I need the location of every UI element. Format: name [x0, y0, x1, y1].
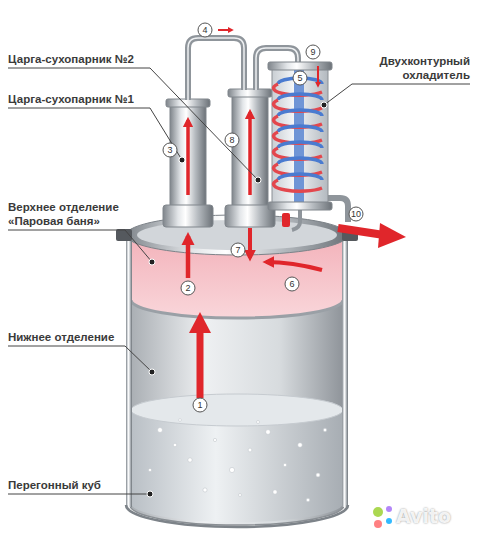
cooler-cap — [268, 202, 332, 210]
flow-arrow — [197, 330, 204, 398]
callout-number: 8 — [224, 133, 240, 147]
part-name: Верхнее отделение «Паровая баня» — [8, 200, 133, 228]
cooler-core — [294, 70, 304, 202]
flow-arrow — [248, 112, 252, 195]
leader-line — [8, 108, 182, 160]
pot-bottom-rim — [126, 505, 348, 527]
column-nut — [163, 205, 213, 227]
column-body — [232, 95, 268, 207]
part-name: Царга-сухопарник №1 — [8, 92, 158, 106]
part-name: Царга-сухопарник №2 — [8, 52, 158, 66]
cooler — [268, 62, 332, 227]
part-name: Перегонный куб — [8, 478, 138, 492]
flow-arrow — [338, 228, 384, 235]
callout-circles — [163, 23, 363, 412]
callout-number: 2 — [180, 281, 196, 295]
part-name: Двухконтурный охладитель — [350, 54, 470, 82]
pipe-highlight — [188, 38, 244, 100]
callout-number: 9 — [305, 45, 321, 59]
watermark: Avito — [396, 505, 466, 527]
leader-line — [8, 230, 152, 262]
leader-line — [8, 494, 150, 495]
callout-number: 6 — [284, 277, 300, 291]
column-one — [163, 99, 213, 227]
flow-arrows — [188, 30, 406, 398]
leader-line — [324, 84, 470, 105]
flow-arrow — [218, 29, 232, 31]
callout-number: 4 — [197, 23, 213, 37]
flow-arrow — [186, 236, 191, 278]
mash-liquid — [131, 410, 343, 522]
column-cap — [166, 99, 210, 107]
column-cap — [228, 89, 272, 97]
leader-lines — [8, 68, 470, 494]
flow-arrow — [266, 262, 322, 270]
pot-interior — [130, 235, 344, 525]
flow-arrow — [248, 228, 252, 258]
leader-line — [8, 68, 258, 180]
bubbles — [148, 419, 326, 502]
flow-arrow — [317, 66, 319, 86]
watermark-logo — [373, 506, 392, 528]
valve — [282, 213, 290, 227]
part-name: Нижнее отделение — [8, 330, 138, 344]
cooler-cap — [268, 62, 332, 70]
leader-line — [8, 346, 152, 372]
callout-number: 5 — [292, 71, 308, 85]
return-pipe — [292, 208, 300, 230]
column-nut — [225, 205, 275, 227]
callout-number: 3 — [162, 143, 178, 157]
pot-wall — [342, 235, 348, 507]
callout-number: 10 — [348, 207, 364, 221]
cooler-shell — [272, 66, 328, 206]
liquid-surface — [131, 394, 343, 426]
callout-number: 1 — [192, 398, 208, 412]
divider — [131, 300, 343, 318]
arrow-head — [189, 312, 211, 333]
coil — [274, 78, 322, 191]
arrow-head — [378, 223, 406, 248]
pot-wall — [126, 235, 132, 507]
flow-arrow — [186, 120, 190, 195]
pipes — [188, 38, 348, 230]
still-pot — [116, 215, 358, 527]
pipe — [188, 38, 244, 100]
callout-number: 7 — [230, 243, 246, 257]
leader-dots — [147, 102, 327, 497]
